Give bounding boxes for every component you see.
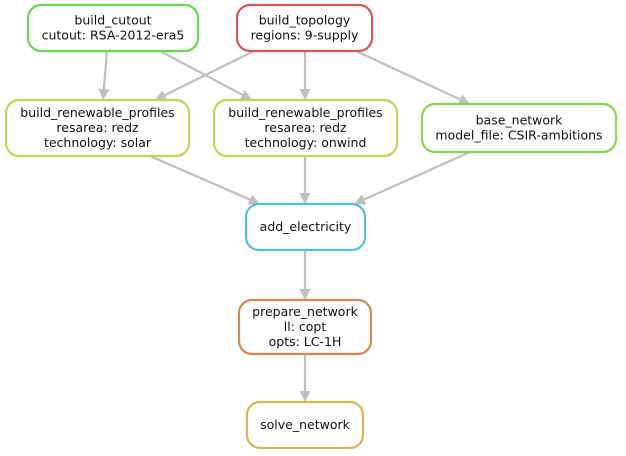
edge-line bbox=[102, 50, 109, 90]
arrowhead-icon bbox=[457, 94, 470, 105]
node-title: solve_network bbox=[260, 417, 350, 432]
node-param: resarea: redz bbox=[56, 120, 139, 135]
edge-line bbox=[159, 50, 243, 96]
node-param: resarea: redz bbox=[264, 120, 347, 135]
arrowhead-icon bbox=[247, 194, 260, 205]
node-box bbox=[4, 98, 191, 158]
node-param: cutout: RSA-2012-era5 bbox=[42, 28, 185, 43]
edge-build_topology-to-build_renewable_profiles_solar bbox=[155, 50, 255, 101]
node-box bbox=[244, 202, 367, 252]
node-param: technology: solar bbox=[44, 135, 152, 150]
node-param: model_file: CSIR-ambitions bbox=[435, 128, 602, 143]
node-param: technology: onwind bbox=[245, 135, 367, 150]
arrowhead-icon bbox=[299, 391, 311, 402]
node-box bbox=[245, 400, 365, 450]
node-title: base_network bbox=[476, 113, 564, 128]
node-title: add_electricity bbox=[260, 219, 352, 234]
edge-line bbox=[363, 150, 471, 201]
arrowhead-icon bbox=[299, 193, 311, 204]
node-box bbox=[212, 98, 399, 158]
node-title: build_renewable_profiles bbox=[20, 105, 174, 120]
node-solve-network[interactable]: solve_network bbox=[245, 400, 365, 450]
arrowhead-icon bbox=[299, 89, 311, 100]
edge-build_topology-to-base_network bbox=[355, 50, 470, 105]
node-add-electricity[interactable]: add_electricity bbox=[244, 202, 367, 252]
arrowhead-icon bbox=[155, 90, 168, 101]
edge-build_renewable_profiles_onwind-to-add_electricity bbox=[299, 156, 311, 204]
edge-line bbox=[149, 154, 251, 201]
arrowhead-icon bbox=[98, 88, 110, 100]
node-param: regions: 9-supply bbox=[251, 28, 359, 43]
edge-build_topology-to-build_renewable_profiles_onwind bbox=[299, 51, 311, 100]
node-box bbox=[235, 3, 374, 53]
node-box bbox=[237, 298, 373, 356]
arrowhead-icon bbox=[299, 289, 311, 300]
edge-line bbox=[355, 50, 461, 101]
edge-build_renewable_profiles_solar-to-add_electricity bbox=[149, 154, 260, 205]
edges-layer bbox=[98, 50, 471, 402]
node-param: ll: copt bbox=[284, 319, 327, 334]
node-title: build_renewable_profiles bbox=[228, 105, 382, 120]
node-title: build_topology bbox=[259, 13, 351, 28]
edge-base_network-to-add_electricity bbox=[354, 150, 471, 205]
node-param: opts: LC-1H bbox=[269, 334, 342, 349]
arrowhead-icon bbox=[239, 89, 252, 100]
node-box bbox=[26, 3, 200, 53]
node-title: prepare_network bbox=[252, 304, 358, 319]
edge-build_cutout-to-build_renewable_profiles_onwind bbox=[159, 50, 252, 100]
edge-add_electricity-to-prepare_network bbox=[299, 250, 311, 300]
node-title: build_cutout bbox=[74, 13, 151, 28]
arrowhead-icon bbox=[354, 194, 367, 205]
edge-prepare_network-to-solve_network bbox=[299, 354, 311, 402]
node-box bbox=[420, 102, 618, 154]
edge-build_cutout-to-build_renewable_profiles_solar bbox=[98, 50, 110, 100]
edge-line bbox=[164, 50, 255, 97]
